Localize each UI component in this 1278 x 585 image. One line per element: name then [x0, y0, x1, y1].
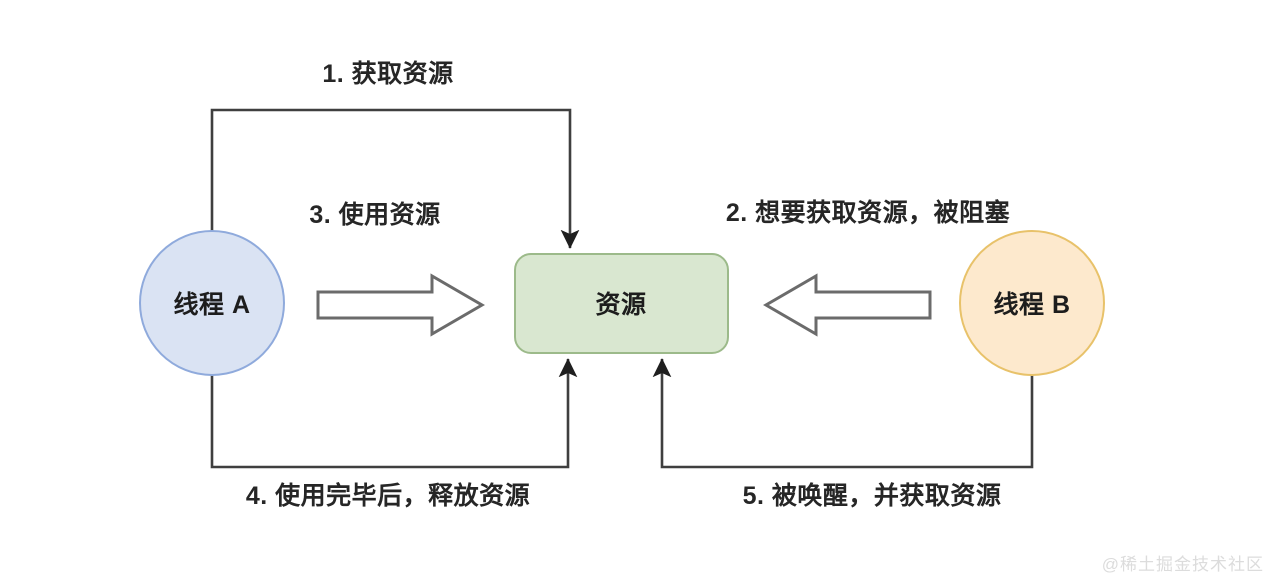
edge-label-1-acquire: 1. 获取资源 — [322, 60, 454, 88]
watermark: @稀土掘金技术社区 — [1101, 555, 1264, 574]
node-thread-b[interactable] — [959, 230, 1105, 376]
edge-label-4-release: 4. 使用完毕后，释放资源 — [245, 482, 531, 510]
edge-label-5-wakeup: 5. 被唤醒，并获取资源 — [742, 482, 1002, 510]
edge-3-use-block-arrow — [316, 273, 485, 337]
edge-1-acquire-path — [210, 108, 580, 249]
edge-label-2-blocked: 2. 想要获取资源，被阻塞 — [725, 199, 1011, 227]
node-resource[interactable] — [514, 253, 729, 354]
node-thread-a[interactable] — [139, 230, 285, 376]
edge-5-wakeup-path — [652, 358, 1034, 469]
edge-2-blocked-block-arrow — [763, 273, 932, 337]
edge-label-3-use: 3. 使用资源 — [309, 201, 441, 229]
edge-4-release-path — [210, 358, 578, 469]
